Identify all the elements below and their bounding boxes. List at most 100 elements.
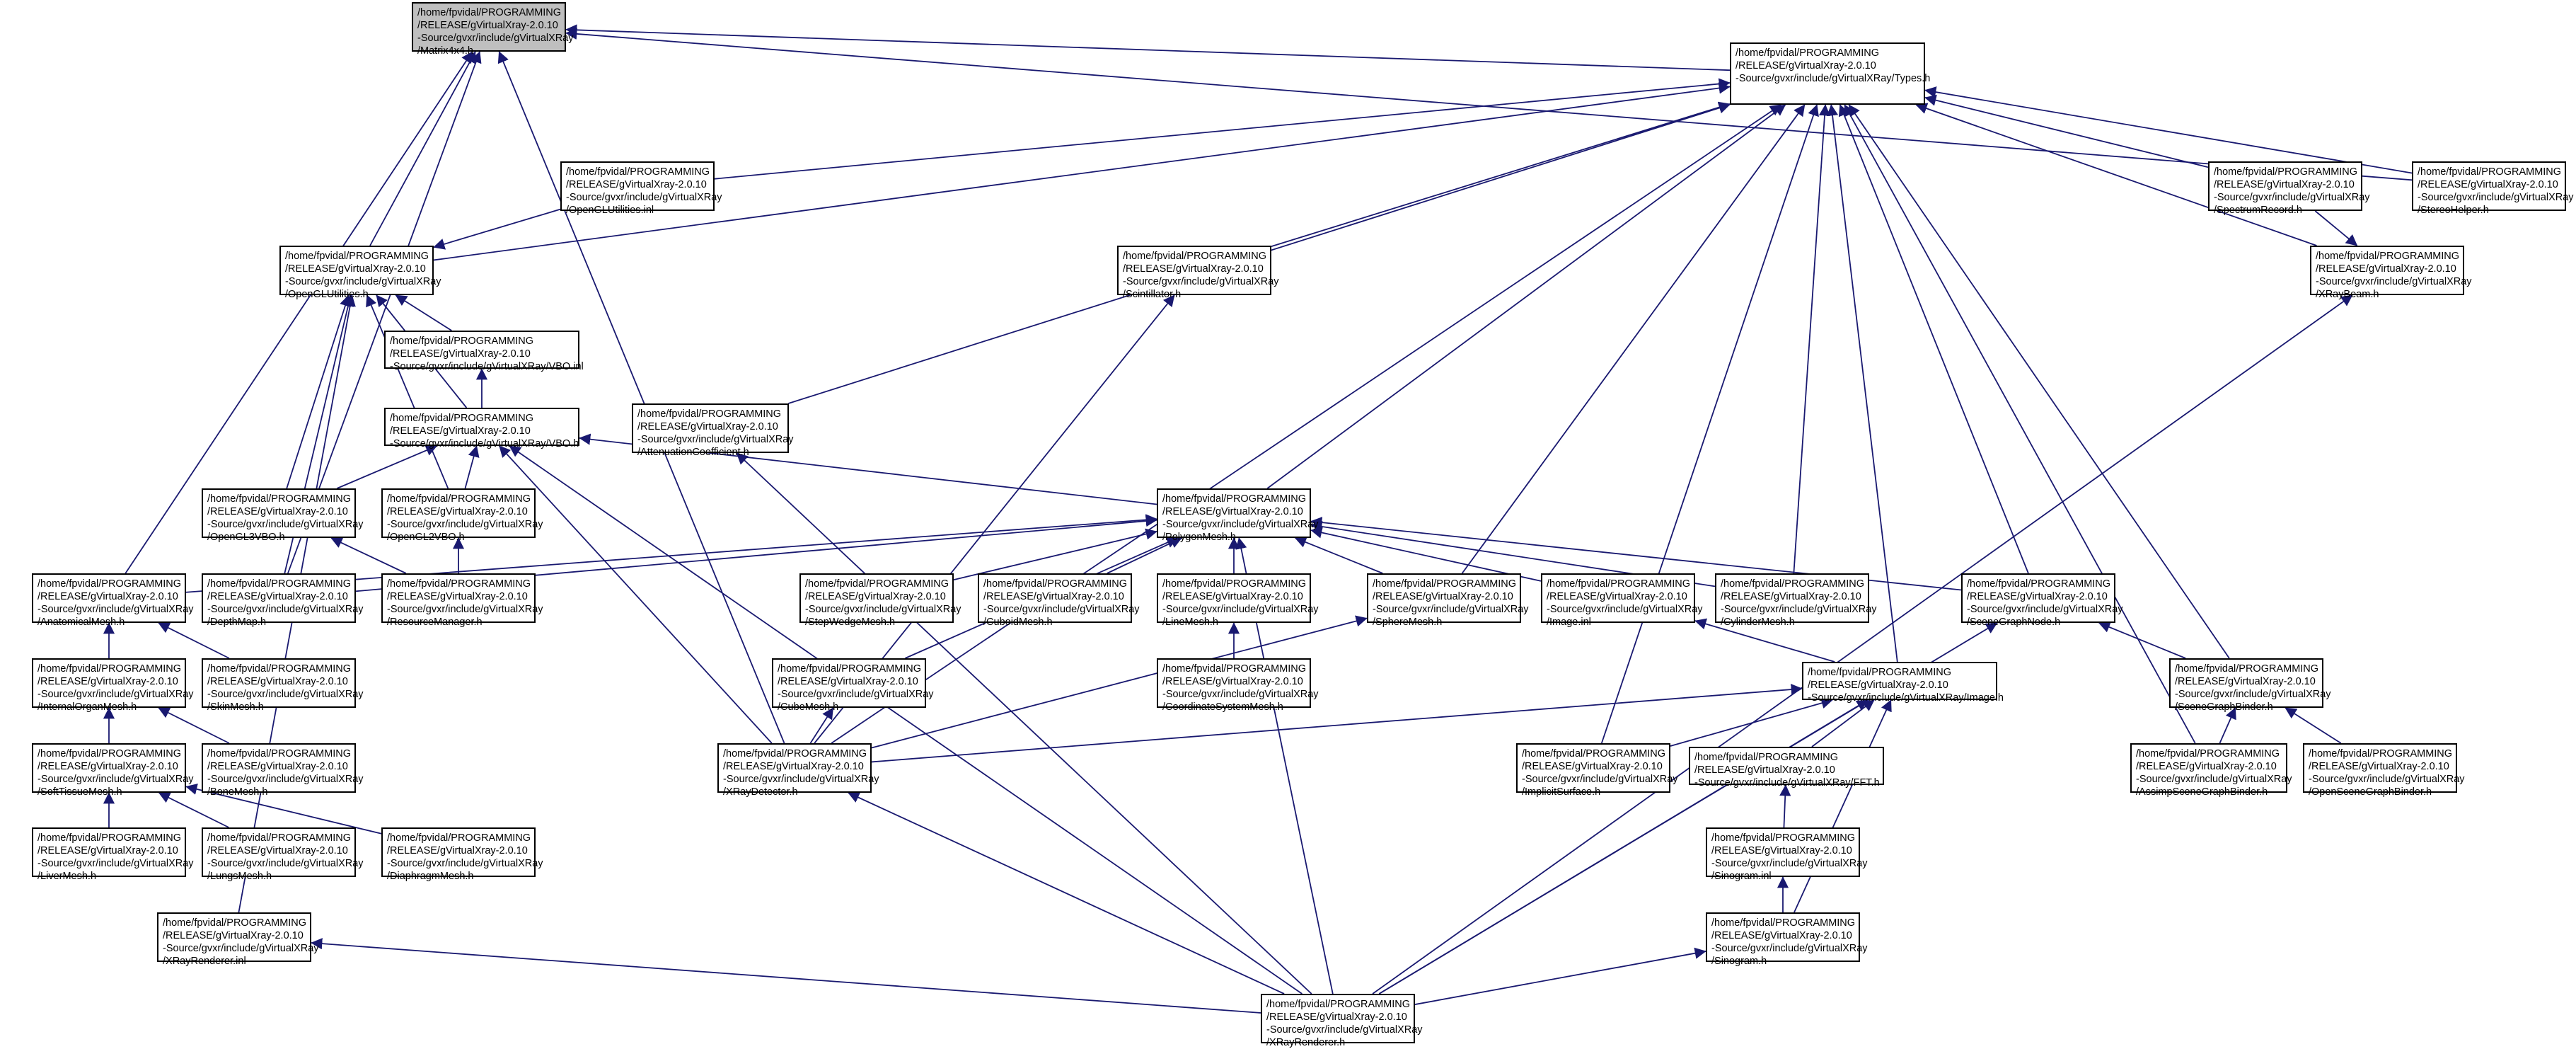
node-anatomicalmesh[interactable]: /home/fpvidal/PROGRAMMING/RELEASE/gVirtu… [32,573,194,628]
node-depthmap[interactable]: /home/fpvidal/PROGRAMMING/RELEASE/gVirtu… [202,573,364,628]
node-label-line: /Image.inl [1547,617,1591,628]
node-label-line: /OpenGLUtilities.inl [566,205,654,216]
node-openglutilities-inl[interactable]: /home/fpvidal/PROGRAMMING/RELEASE/gVirtu… [560,161,722,216]
edge-opengl2vbo-to-openglutilities [366,294,449,489]
node-label-line: /home/fpvidal/PROGRAMMING [1162,578,1307,590]
node-opengl3vbo[interactable]: /home/fpvidal/PROGRAMMING/RELEASE/gVirtu… [202,488,364,543]
node-label-line: /SphereMesh.h [1373,617,1443,628]
node-polygonmesh[interactable]: /home/fpvidal/PROGRAMMING/RELEASE/gVirtu… [1157,488,1319,543]
node-label-line: /RELEASE/gVirtualXray-2.0.10 [163,930,304,941]
node-label-line: /RELEASE/gVirtualXray-2.0.10 [2309,761,2449,772]
node-sinogram[interactable]: /home/fpvidal/PROGRAMMING/RELEASE/gVirtu… [1706,912,1868,967]
node-label-line: -Source/gvxr/include/gVirtualXRay [387,858,543,869]
node-scenegraphbinder[interactable]: /home/fpvidal/PROGRAMMING/RELEASE/gVirtu… [2169,658,2331,713]
edge-scenegraphbinder-to-types [1848,104,2230,659]
node-image[interactable]: /home/fpvidal/PROGRAMMING/RELEASE/gVirtu… [1802,662,2004,704]
edge-vbo-inl-to-openglutilities [395,294,452,331]
node-coordinatesystemmesh[interactable]: /home/fpvidal/PROGRAMMING/RELEASE/gVirtu… [1157,658,1319,713]
edge-image-to-types [1827,104,1898,663]
node-attenuationcoefficient[interactable]: /home/fpvidal/PROGRAMMING/RELEASE/gVirtu… [632,403,794,458]
node-spectrumrecord[interactable]: /home/fpvidal/PROGRAMMING/RELEASE/gVirtu… [2208,161,2370,216]
edge-stereohelper-to-types [1924,86,2413,174]
node-label-line: -Source/gvxr/include/gVirtualXRay [1721,604,1877,615]
node-cuboidmesh[interactable]: /home/fpvidal/PROGRAMMING/RELEASE/gVirtu… [978,573,1140,628]
node-skinmesh[interactable]: /home/fpvidal/PROGRAMMING/RELEASE/gVirtu… [202,658,364,713]
node-assimpscenegraphbinder[interactable]: /home/fpvidal/PROGRAMMING/RELEASE/gVirtu… [2130,743,2292,798]
node-xraybeam[interactable]: /home/fpvidal/PROGRAMMING/RELEASE/gVirtu… [2310,246,2472,300]
node-label-line: /AssimpSceneGraphBinder.h [2136,786,2268,798]
edge-implicitsurface-to-image [1670,697,1833,747]
node-label-line: /AttenuationCoefficient.h [637,447,749,458]
node-label-line: -Source/gvxr/include/gVirtualXRay [2136,774,2292,785]
node-cylindermesh[interactable]: /home/fpvidal/PROGRAMMING/RELEASE/gVirtu… [1715,573,1877,628]
node-label-line: -Source/gvxr/include/gVirtualXRay [778,689,934,700]
node-label-line: /RELEASE/gVirtualXray-2.0.10 [417,20,558,31]
node-label-line: -Source/gvxr/include/gVirtualXRay [1522,774,1678,785]
node-xrayrenderer-inl[interactable]: /home/fpvidal/PROGRAMMING/RELEASE/gVirtu… [157,912,319,967]
node-label-line: /RELEASE/gVirtualXray-2.0.10 [1735,60,1876,71]
node-matrix4x4[interactable]: /home/fpvidal/PROGRAMMING/RELEASE/gVirtu… [412,2,574,57]
node-label-line: /SkinMesh.h [207,701,264,713]
edge-openscenegraphbinder-to-scenegraphbinder [2285,707,2342,744]
node-stepwedgemesh[interactable]: /home/fpvidal/PROGRAMMING/RELEASE/gVirtu… [799,573,961,628]
node-label-line: /home/fpvidal/PROGRAMMING [207,493,352,505]
node-label-line: /home/fpvidal/PROGRAMMING [163,917,307,929]
node-label-line: /home/fpvidal/PROGRAMMING [2136,748,2280,759]
node-types[interactable]: /home/fpvidal/PROGRAMMING/RELEASE/gVirtu… [1730,42,1930,105]
node-label-line: /RELEASE/gVirtualXray-2.0.10 [207,506,348,517]
node-label-line: /RELEASE/gVirtualXray-2.0.10 [805,591,946,602]
node-image-inl[interactable]: /home/fpvidal/PROGRAMMING/RELEASE/gVirtu… [1541,573,1703,628]
node-cubemesh[interactable]: /home/fpvidal/PROGRAMMING/RELEASE/gVirtu… [772,658,934,713]
node-label-line: /ResourceManager.h [387,617,483,628]
node-label-line: -Source/gvxr/include/gVirtualXRay [37,689,194,700]
node-label-line: /RELEASE/gVirtualXray-2.0.10 [387,591,528,602]
node-scintillator[interactable]: /home/fpvidal/PROGRAMMING/RELEASE/gVirtu… [1117,246,1279,300]
node-linemesh[interactable]: /home/fpvidal/PROGRAMMING/RELEASE/gVirtu… [1157,573,1319,628]
edge-xraydetector-to-image [871,683,1803,763]
edge-cylindermesh-to-types [1793,104,1831,574]
edge-spectrumrecord-to-types [1924,94,2209,168]
node-xraydetector[interactable]: /home/fpvidal/PROGRAMMING/RELEASE/gVirtu… [717,743,879,798]
node-label-line: -Source/gvxr/include/gVirtualXRay [285,276,441,287]
node-fft[interactable]: /home/fpvidal/PROGRAMMING/RELEASE/gVirtu… [1689,747,1884,789]
node-label-line: /RELEASE/gVirtualXray-2.0.10 [566,179,707,190]
node-label-line: /RELEASE/gVirtualXray-2.0.10 [390,348,531,360]
node-vbo[interactable]: /home/fpvidal/PROGRAMMING/RELEASE/gVirtu… [384,408,579,449]
node-label-line: /RELEASE/gVirtualXray-2.0.10 [983,591,1124,602]
node-openglutilities[interactable]: /home/fpvidal/PROGRAMMING/RELEASE/gVirtu… [279,246,441,300]
node-label-line: -Source/gvxr/include/gVirtualXRay [37,858,194,869]
node-label-line: /home/fpvidal/PROGRAMMING [1711,917,1856,929]
node-label-line: /home/fpvidal/PROGRAMMING [1967,578,2111,590]
node-internalorganmesh[interactable]: /home/fpvidal/PROGRAMMING/RELEASE/gVirtu… [32,658,194,713]
node-sinogram-inl[interactable]: /home/fpvidal/PROGRAMMING/RELEASE/gVirtu… [1706,827,1868,882]
node-label-line: /InternalOrganMesh.h [37,701,137,713]
node-xrayrenderer[interactable]: /home/fpvidal/PROGRAMMING/RELEASE/gVirtu… [1261,994,1423,1048]
node-lungsmesh[interactable]: /home/fpvidal/PROGRAMMING/RELEASE/gVirtu… [202,827,364,882]
node-label-line: /home/fpvidal/PROGRAMMING [566,166,710,178]
node-implicitsurface[interactable]: /home/fpvidal/PROGRAMMING/RELEASE/gVirtu… [1516,743,1678,798]
node-label-line: /RELEASE/gVirtualXray-2.0.10 [37,676,178,687]
node-label-line: /LiverMesh.h [37,871,97,882]
node-label-line: /BoneMesh.h [207,786,268,798]
node-label-line: -Source/gvxr/include/gVirtualXRay [207,774,364,785]
node-openscenegraphbinder[interactable]: /home/fpvidal/PROGRAMMING/RELEASE/gVirtu… [2303,743,2465,798]
node-label-line: /home/fpvidal/PROGRAMMING [1711,832,1856,844]
node-opengl2vbo[interactable]: /home/fpvidal/PROGRAMMING/RELEASE/gVirtu… [381,488,543,543]
node-diaphragmmesh[interactable]: /home/fpvidal/PROGRAMMING/RELEASE/gVirtu… [381,827,543,882]
node-spheremesh[interactable]: /home/fpvidal/PROGRAMMING/RELEASE/gVirtu… [1367,573,1529,628]
node-label-line: /CoordinateSystemMesh.h [1162,701,1283,713]
node-label-line: /home/fpvidal/PROGRAMMING [2418,166,2562,178]
node-label-line: -Source/gvxr/include/gVirtualXRay [207,858,364,869]
node-vbo-inl[interactable]: /home/fpvidal/PROGRAMMING/RELEASE/gVirtu… [384,331,584,372]
node-scenegraphnode[interactable]: /home/fpvidal/PROGRAMMING/RELEASE/gVirtu… [1961,573,2123,628]
node-bonemesh[interactable]: /home/fpvidal/PROGRAMMING/RELEASE/gVirtu… [202,743,364,798]
node-livermesh[interactable]: /home/fpvidal/PROGRAMMING/RELEASE/gVirtu… [32,827,194,882]
node-label-line: /DepthMap.h [207,617,267,628]
node-stereohelper[interactable]: /home/fpvidal/PROGRAMMING/RELEASE/gVirtu… [2412,161,2574,216]
node-label-line: /home/fpvidal/PROGRAMMING [1547,578,1691,590]
node-label-line: /SpectrumRecord.h [2214,205,2302,216]
node-label-line: /OpenGLUtilities.h [285,289,369,300]
node-softtissuemesh[interactable]: /home/fpvidal/PROGRAMMING/RELEASE/gVirtu… [32,743,194,798]
node-label-line: /RELEASE/gVirtualXray-2.0.10 [37,845,178,856]
node-resourcemanager[interactable]: /home/fpvidal/PROGRAMMING/RELEASE/gVirtu… [381,573,543,628]
